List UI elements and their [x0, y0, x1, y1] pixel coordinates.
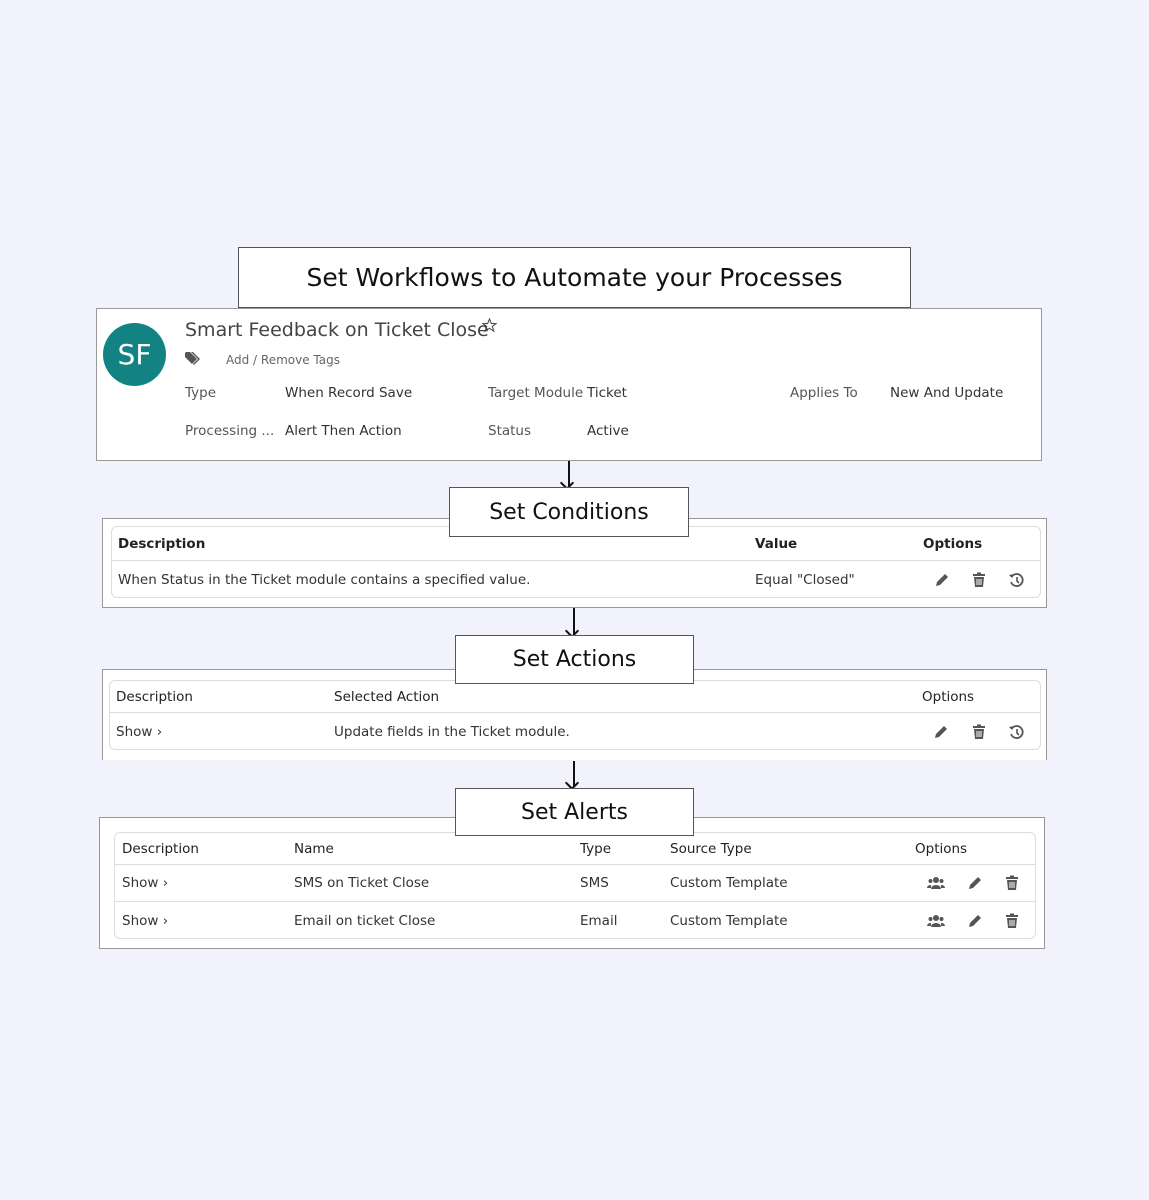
- col-source-type: Source Type: [670, 840, 752, 857]
- condition-value: Equal "Closed": [755, 571, 855, 588]
- alert-source-type: Custom Template: [670, 912, 788, 929]
- selected-action: Update fields in the Ticket module.: [334, 723, 570, 740]
- col-selected-action: Selected Action: [334, 688, 440, 705]
- show-toggle[interactable]: Show ›: [116, 723, 163, 740]
- show-label: Show: [122, 912, 159, 929]
- alert-source-type: Custom Template: [670, 875, 788, 891]
- col-options: Options: [922, 688, 975, 705]
- users-icon[interactable]: [927, 913, 945, 929]
- pencil-icon[interactable]: [967, 913, 983, 929]
- avatar: SF: [103, 323, 166, 386]
- pencil-icon[interactable]: [934, 572, 950, 588]
- pencil-icon[interactable]: [933, 724, 949, 740]
- tag-icon: [185, 352, 200, 365]
- history-icon[interactable]: [1008, 724, 1024, 740]
- flow-arrow: [573, 761, 575, 786]
- condition-description: When Status in the Ticket module contain…: [118, 571, 531, 588]
- add-remove-tags-link[interactable]: Add / Remove Tags: [226, 353, 340, 367]
- actions-heading: Set Actions: [455, 635, 694, 684]
- show-label: Show: [122, 875, 159, 891]
- trash-icon[interactable]: [971, 724, 987, 740]
- table-row: Show › Email on ticket Close Email Custo…: [115, 902, 1035, 939]
- show-toggle[interactable]: Show ›: [122, 875, 169, 891]
- trash-icon[interactable]: [971, 572, 987, 588]
- trash-icon[interactable]: [1004, 875, 1020, 891]
- alert-name: Email on ticket Close: [294, 912, 436, 929]
- alert-name: SMS on Ticket Close: [294, 875, 430, 891]
- col-description: Description: [116, 688, 193, 705]
- alerts-panel: Description Name Type Source Type Option…: [99, 817, 1045, 949]
- field-value-target-module: Ticket: [587, 385, 627, 401]
- workflow-title: Smart Feedback on Ticket Close: [185, 319, 489, 341]
- actions-table: Description Selected Action Options Show…: [109, 680, 1041, 750]
- col-value: Value: [755, 535, 798, 552]
- field-value-processing: Alert Then Action: [285, 423, 402, 439]
- field-value-status: Active: [587, 423, 629, 439]
- field-label-type: Type: [185, 385, 217, 401]
- star-icon[interactable]: [482, 318, 497, 333]
- table-header: Description Name Type Source Type Option…: [115, 833, 1035, 865]
- flow-arrow: [573, 608, 575, 634]
- alerts-heading: Set Alerts: [455, 788, 694, 836]
- show-toggle[interactable]: Show ›: [122, 912, 169, 929]
- field-value-type: When Record Save: [285, 385, 413, 401]
- field-label-applies-to: Applies To: [790, 385, 858, 401]
- table-row: When Status in the Ticket module contain…: [112, 561, 1040, 598]
- alert-type: SMS: [580, 875, 609, 891]
- users-icon[interactable]: [927, 875, 945, 891]
- pencil-icon[interactable]: [967, 875, 983, 891]
- table-row: Show › Update fields in the Ticket modul…: [110, 713, 1040, 750]
- field-value-applies-to: New And Update: [890, 385, 1004, 401]
- conditions-table: Description Value Options When Status in…: [111, 526, 1041, 598]
- alerts-table: Description Name Type Source Type Option…: [114, 832, 1036, 939]
- trash-icon[interactable]: [1004, 913, 1020, 929]
- col-options: Options: [915, 840, 968, 857]
- field-label-target-module: Target Module: [488, 385, 584, 401]
- alert-type: Email: [580, 912, 618, 929]
- col-description: Description: [118, 535, 206, 552]
- col-options: Options: [923, 535, 983, 552]
- history-icon[interactable]: [1008, 572, 1024, 588]
- col-type: Type: [580, 840, 612, 857]
- conditions-heading: Set Conditions: [449, 487, 689, 537]
- flow-arrow: [568, 461, 570, 486]
- field-label-status: Status: [488, 423, 532, 439]
- field-label-processing: Processing ...: [185, 423, 275, 439]
- show-label: Show: [116, 723, 153, 740]
- banner-title: Set Workflows to Automate your Processes: [238, 247, 911, 308]
- col-name: Name: [294, 840, 334, 857]
- col-description: Description: [122, 840, 199, 857]
- table-row: Show › SMS on Ticket Close SMS Custom Te…: [115, 865, 1035, 902]
- table-header: Description Selected Action Options: [110, 681, 1040, 713]
- table-header: Description Value Options: [112, 527, 1040, 561]
- workflow-card: SF Smart Feedback on Ticket Close Add / …: [96, 308, 1042, 461]
